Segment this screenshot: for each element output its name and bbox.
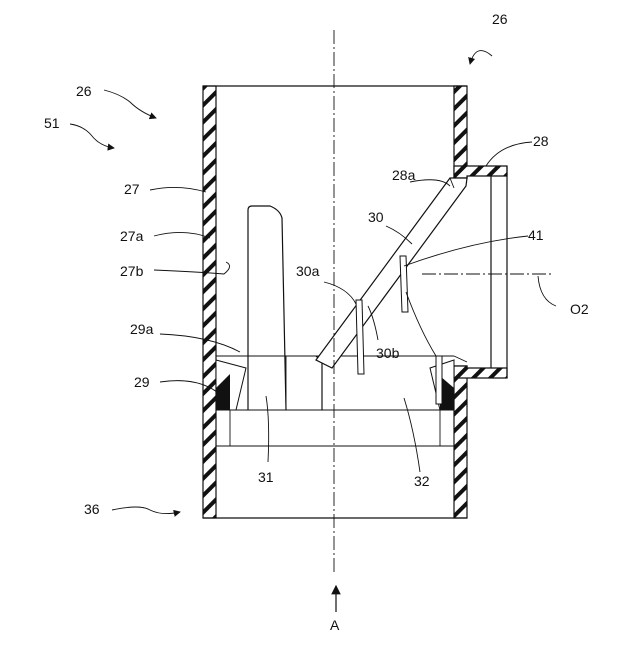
leader-51 <box>70 124 114 148</box>
leader-27 <box>150 187 206 192</box>
inner-lines <box>216 356 454 446</box>
leader-26-left <box>104 90 156 118</box>
partition-32 <box>316 356 322 410</box>
leader-32 <box>404 398 420 472</box>
leader-29a <box>160 334 240 352</box>
inclined-plate <box>316 178 467 368</box>
leader-28 <box>486 142 532 166</box>
label-30b: 30b <box>376 345 400 361</box>
leader-30a <box>324 282 356 304</box>
leader-27a <box>154 232 210 238</box>
label-27: 27 <box>124 181 140 197</box>
label-31: 31 <box>258 469 274 485</box>
label-26-top: 26 <box>492 11 508 27</box>
partition-31-body <box>248 206 286 410</box>
right-wall-lower <box>454 366 467 518</box>
leader-lines <box>70 51 556 514</box>
leader-36 <box>112 507 180 514</box>
label-51: 51 <box>44 115 60 131</box>
inclined-plate-30 <box>316 178 467 368</box>
label-27a: 27a <box>120 228 144 244</box>
label-30: 30 <box>368 209 384 225</box>
leader-27b <box>154 262 230 274</box>
ribs <box>356 256 442 404</box>
partition-31 <box>248 206 286 410</box>
label-28: 28 <box>533 133 549 149</box>
label-27b: 27b <box>120 263 144 279</box>
leader-O2 <box>538 276 556 306</box>
label-28a: 28a <box>392 167 416 183</box>
label-32: 32 <box>414 473 430 489</box>
label-29: 29 <box>134 374 150 390</box>
left-wall <box>203 86 216 518</box>
label-36: 36 <box>84 501 100 517</box>
label-A: A <box>330 617 340 633</box>
label-26-left: 26 <box>76 83 92 99</box>
leader-28a <box>410 180 450 186</box>
label-30a: 30a <box>296 263 320 279</box>
label-O2: O2 <box>570 301 589 317</box>
label-29a: 29a <box>130 321 154 337</box>
right-wall-upper <box>454 86 467 178</box>
label-41: 41 <box>528 227 544 243</box>
leader-26-top <box>470 51 492 64</box>
seat-29 <box>216 360 454 410</box>
leader-31 <box>266 396 269 462</box>
